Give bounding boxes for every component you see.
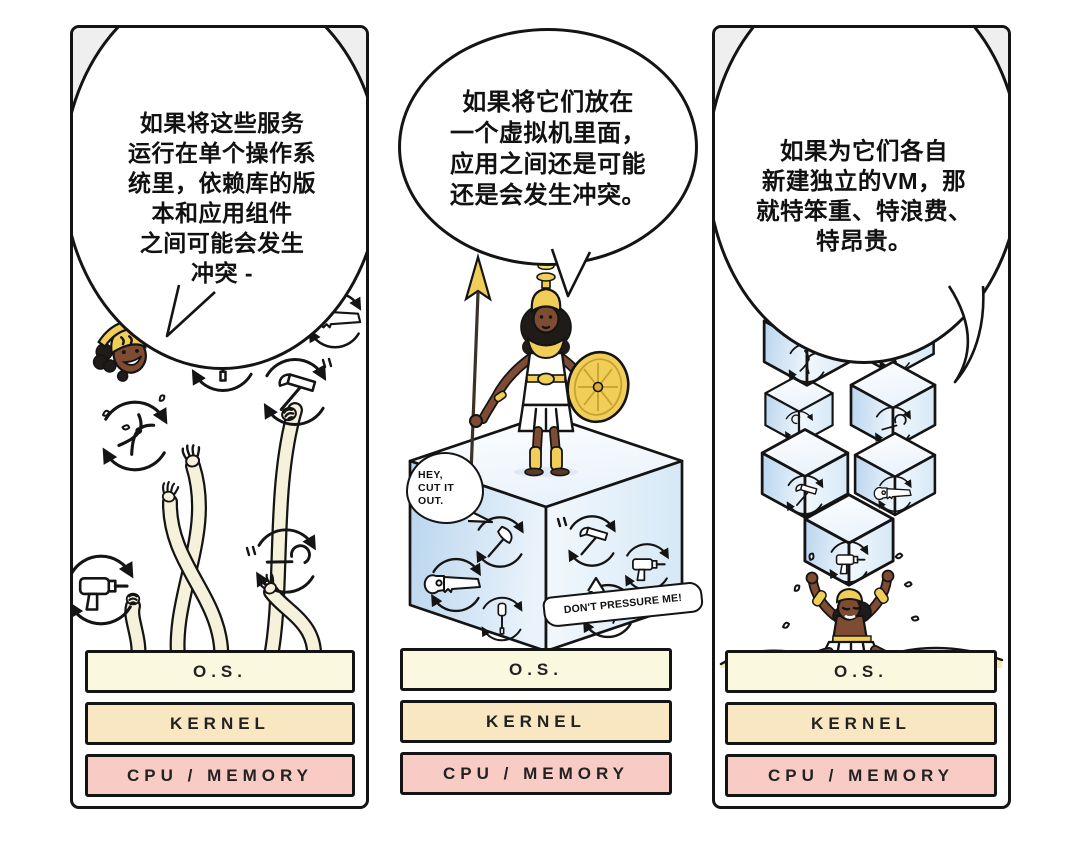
cpu-memory-layer-box: CPU / MEMORY (725, 754, 997, 797)
bubble-line: 如果为它们各自 (780, 138, 948, 164)
os-layer-box: O.S. (85, 650, 355, 693)
vm-speech-text: DON'T PRESSURE ME! (563, 591, 683, 617)
vm-speech-bubble-left: HEY, CUT IT OUT. (406, 452, 484, 524)
bubble-line: 就特笨重、特浪费、 (756, 198, 972, 224)
bubble-line: 统里，依赖库的版 (128, 170, 316, 196)
sweat-drop-icon (102, 409, 110, 417)
helmet-icon (530, 287, 562, 313)
kernel-layer-label: KERNEL (486, 711, 586, 731)
vm-cube (853, 431, 937, 517)
cpu-memory-layer-label: CPU / MEMORY (127, 765, 313, 785)
sweat-drop-icon (910, 613, 921, 624)
sweat-drop-icon (903, 579, 914, 589)
speech-bubble: 如果将它们放在 一个虚拟机里面， 应用之间还是可能 还是会发生冲突。 (398, 28, 698, 266)
machine-layers: O.S. KERNEL CPU / MEMORY (400, 639, 672, 795)
vm-speech-line: CUT IT (418, 481, 455, 494)
motion-ticks (245, 545, 257, 557)
gorget-icon (526, 336, 566, 360)
os-layer-label: O.S. (508, 659, 563, 679)
gripping-hand (125, 592, 141, 606)
bubble-line: 本和应用组件 (151, 200, 293, 226)
vm-speech-pointer (587, 576, 605, 592)
kernel-layer-box: KERNEL (725, 702, 997, 745)
bubble-line: 应用之间还是可能 (450, 151, 646, 178)
spear-icon (464, 253, 492, 302)
bubble-line: 运行在单个操作系 (128, 140, 316, 166)
sweat-drop-icon (792, 583, 802, 593)
kernel-layer-box: KERNEL (85, 702, 355, 745)
os-layer-label: O.S. (192, 661, 247, 681)
sweat-drop-icon (782, 621, 790, 629)
cpu-memory-layer-label: CPU / MEMORY (443, 763, 629, 783)
sweat-drop-icon (121, 422, 131, 433)
os-layer-label: O.S. (833, 661, 888, 681)
vm-speech-line: HEY, (418, 468, 443, 481)
sweat-drop-icon (894, 551, 904, 561)
warrior-character (464, 253, 630, 501)
kernel-layer-label: KERNEL (811, 713, 911, 733)
os-layer-box: O.S. (400, 648, 672, 691)
cpu-memory-layer-box: CPU / MEMORY (400, 752, 672, 795)
speech-bubble-tail (947, 285, 985, 384)
bubble-line: 一个虚拟机里面， (450, 120, 646, 147)
bubble-line: 还是会发生冲突。 (450, 182, 646, 209)
bubble-line: 之间可能会发生 (139, 230, 305, 256)
sweat-drop-icon (157, 393, 167, 403)
speech-bubble: 如果将这些服务 运行在单个操作系 统里，依赖库的版 本和应用组件 之间可能会发生… (73, 28, 366, 370)
panel-shared-os: 如果将这些服务 运行在单个操作系 统里，依赖库的版 本和应用组件 之间可能会发生… (70, 25, 369, 809)
bubble-line: 冲突 - (190, 260, 254, 286)
vm-speech-line: OUT. (418, 494, 444, 507)
panel-vm-per-service: 如果为它们各自 新建独立的VM，那 就特笨重、特浪费、 特昂贵。 O.S. KE… (712, 25, 1011, 809)
speech-bubble-tail (165, 284, 216, 338)
drill-icon (73, 556, 130, 624)
machine-layers: O.S. KERNEL CPU / MEMORY (85, 641, 355, 797)
os-layer-box: O.S. (725, 650, 997, 693)
cpu-memory-layer-label: CPU / MEMORY (768, 765, 954, 785)
bubble-line: 特昂贵。 (816, 228, 912, 254)
motion-ticks (321, 357, 333, 369)
kernel-layer-box: KERNEL (400, 700, 672, 743)
cpu-memory-layer-box: CPU / MEMORY (85, 754, 355, 797)
speech-bubble: 如果为它们各自 新建独立的VM，那 就特笨重、特浪费、 特昂贵。 (715, 28, 1008, 364)
bubble-line: 如果将这些服务 (139, 110, 305, 136)
speech-bubble-tail (550, 248, 592, 298)
machine-layers: O.S. KERNEL CPU / MEMORY (725, 641, 997, 797)
helmet-icon (835, 587, 864, 604)
kernel-layer-label: KERNEL (170, 713, 270, 733)
tentacle-arms (124, 402, 323, 660)
pliers-icon (106, 402, 165, 470)
panel-single-vm: 如果将它们放在 一个虚拟机里面， 应用之间还是可能 还是会发生冲突。 (398, 28, 705, 803)
bubble-line: 新建独立的VM，那 (761, 168, 967, 194)
shield-icon (566, 350, 630, 424)
bubble-line: 如果将它们放在 (462, 89, 634, 116)
